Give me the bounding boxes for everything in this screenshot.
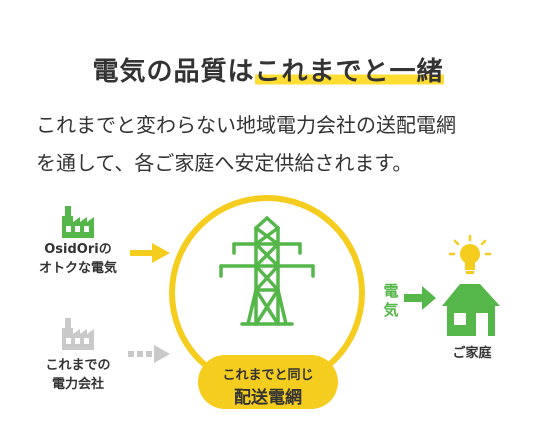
light-bulb-icon: [448, 234, 492, 274]
legacy-label: これまでの 電力会社: [30, 356, 126, 394]
osidori-label-line-1: OsidOriの: [44, 242, 112, 257]
osidori-label-line-2: オトクな電気: [38, 261, 117, 276]
grid-label-large: 配送電網: [234, 388, 302, 408]
grid-label-small: これまでと同じ: [222, 368, 314, 383]
legacy-label-line-1: これまでの: [45, 358, 111, 373]
osidori-label: OsidOriの オトクな電気: [30, 240, 126, 278]
factory-icon: [62, 206, 94, 238]
title-highlight: これまでと一緒: [254, 57, 444, 87]
description-line-1: これまでと変わらない地域電力会社の送配電網: [36, 113, 456, 137]
grid-label-pill: [198, 355, 338, 409]
power-tower-icon: [219, 216, 315, 326]
house-icon: [442, 284, 500, 336]
legacy-label-line-2: 電力会社: [51, 377, 104, 392]
factory-icon: [62, 318, 94, 350]
arrow-right-icon: [404, 286, 436, 310]
home-label: ご家庭: [452, 346, 492, 361]
arrow-right-icon: [130, 243, 170, 263]
flow-label-char-2: 気: [383, 301, 399, 319]
flow-label: 電 気: [379, 282, 403, 320]
description-line-2: を通して、各ご家庭へ安定供給されます。: [36, 151, 413, 175]
arrow-right-icon: [128, 345, 170, 363]
page-title: 電気の品質はこれまでと一緒: [0, 52, 536, 92]
title-part-1: 電気の品質は: [92, 57, 255, 87]
flow-label-char-1: 電: [383, 282, 399, 300]
description: これまでと変わらない地域電力会社の送配電網 を通して、各ご家庭へ安定供給されます…: [36, 106, 506, 182]
